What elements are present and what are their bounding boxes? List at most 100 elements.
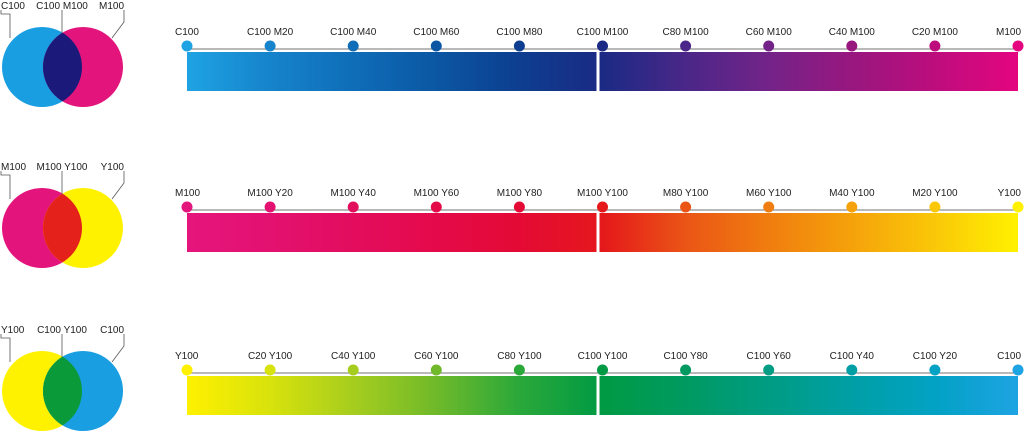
venn-left-leader: [0, 334, 11, 362]
color-stop-label: C100: [997, 351, 1021, 362]
venn-overlap-label: M100 Y100: [37, 162, 88, 173]
color-stop-label: C80 Y100: [497, 351, 542, 362]
gradient-strip: [187, 52, 1018, 91]
venn-overlap-label: C100 Y100: [37, 325, 87, 336]
color-stop-dot: [430, 364, 442, 376]
gradient-bar: Y100 C20 Y100 C40 Y100 C60 Y100 C80 Y100 C100…: [175, 351, 1024, 415]
venn-left-label: M100: [1, 162, 26, 173]
color-stop-dot: [1012, 40, 1024, 52]
color-stop-label: M100 Y100: [577, 188, 628, 199]
color-stop-dot: [763, 201, 775, 213]
color-stop-dot: [264, 364, 276, 376]
color-stop-label: C80 M100: [663, 27, 710, 38]
color-stop-label: M100: [996, 27, 1021, 38]
color-stop-dot: [430, 201, 442, 213]
venn-overlap: [43, 351, 82, 431]
venn-right-label: Y100: [101, 162, 125, 173]
color-stop-label: C20 Y100: [248, 351, 293, 362]
color-stop-label: M80 Y100: [663, 188, 709, 199]
color-stop-dot: [181, 364, 193, 376]
venn-left-leader: [0, 171, 11, 199]
color-stop-label: M100 Y40: [330, 188, 376, 199]
venn-right-label: C100: [100, 325, 124, 336]
venn-right-leader: [111, 10, 125, 39]
color-stop-dot: [597, 364, 608, 376]
color-stop-label: C100 Y20: [913, 351, 958, 362]
color-stop-label: C100 M20: [247, 27, 294, 38]
color-stop-label: C100 M40: [330, 27, 377, 38]
color-stop-dot: [929, 40, 941, 52]
gradient-bar: M100 M100 Y20 M100 Y40 M100 Y60 M100 Y80 M100…: [175, 188, 1024, 252]
color-stop-label: C40 Y100: [331, 351, 376, 362]
venn-right-leader: [111, 171, 125, 200]
color-stop-label: M100 Y80: [497, 188, 543, 199]
color-stop-dot: [181, 201, 193, 213]
color-stop-dot: [763, 40, 775, 52]
gradient-strip: [187, 213, 1018, 252]
color-stop-label: C100 Y80: [663, 351, 708, 362]
color-stop-dot: [1012, 364, 1024, 376]
midpoint-gap: [596, 213, 600, 252]
color-stop-dot: [430, 40, 442, 52]
color-stop-label: Y100: [175, 351, 199, 362]
color-stop-dot: [846, 201, 858, 213]
color-stop-label: M60 Y100: [746, 188, 792, 199]
color-stop-label: M20 Y100: [912, 188, 958, 199]
color-stop-dot: [1012, 201, 1024, 213]
color-stop-dot: [680, 201, 692, 213]
color-stop-label: M100 Y20: [247, 188, 293, 199]
color-stop-dot: [264, 201, 276, 213]
color-stop-label: M40 Y100: [829, 188, 875, 199]
venn-left-label: C100: [1, 1, 25, 12]
venn-overlap-label: C100 M100: [36, 1, 88, 12]
color-stop-label: M100 Y60: [414, 188, 460, 199]
color-stop-dot: [513, 40, 525, 52]
color-stop-dot: [347, 201, 359, 213]
color-stop-dot: [181, 40, 193, 52]
venn-diagram: Y100 C100 Y100 C100: [0, 325, 125, 431]
color-stop-dot: [347, 40, 359, 52]
venn-overlap: [43, 188, 82, 268]
color-stop-label: C60 M100: [746, 27, 793, 38]
venn-left-label: Y100: [1, 325, 25, 336]
color-stop-dot: [513, 201, 525, 213]
color-stop-dot: [763, 364, 775, 376]
color-stop-label: C100 M60: [413, 27, 460, 38]
color-stop-label: C100: [175, 27, 199, 38]
color-stop-label: C100 Y40: [830, 351, 875, 362]
midpoint-gap: [596, 376, 600, 415]
color-stop-dot: [347, 364, 359, 376]
color-stop-label: C20 M100: [912, 27, 959, 38]
color-stop-dot: [846, 364, 858, 376]
color-stop-label: C100 Y100: [578, 351, 628, 362]
color-stop-dot: [264, 40, 276, 52]
color-stop-dot: [929, 201, 941, 213]
venn-left-leader: [0, 10, 11, 38]
color-stop-dot: [846, 40, 858, 52]
color-stop-dot: [513, 364, 525, 376]
color-stop-label: C60 Y100: [414, 351, 459, 362]
venn-diagram: C100 C100 M100 M100: [0, 1, 125, 107]
color-stop-dot: [597, 201, 608, 213]
midpoint-gap: [596, 52, 600, 91]
gradient-bar: C100 C100 M20 C100 M40 C100 M60 C100 M80 C100…: [175, 27, 1024, 91]
color-stop-dot: [680, 364, 692, 376]
gradient-strip: [187, 376, 1018, 415]
color-stop-dot: [929, 364, 941, 376]
color-stop-label: C100 M80: [496, 27, 543, 38]
color-stop-dot: [680, 40, 692, 52]
color-stop-label: Y100: [998, 188, 1022, 199]
color-stop-label: C40 M100: [829, 27, 876, 38]
venn-overlap: [43, 27, 82, 107]
color-stop-label: C100 Y60: [747, 351, 792, 362]
venn-right-leader: [111, 334, 125, 363]
venn-diagram: M100 M100 Y100 Y100: [0, 162, 125, 268]
color-stop-dot: [597, 40, 608, 52]
color-stop-label: M100: [175, 188, 200, 199]
venn-right-label: M100: [99, 1, 124, 12]
color-stop-label: C100 M100: [577, 27, 629, 38]
